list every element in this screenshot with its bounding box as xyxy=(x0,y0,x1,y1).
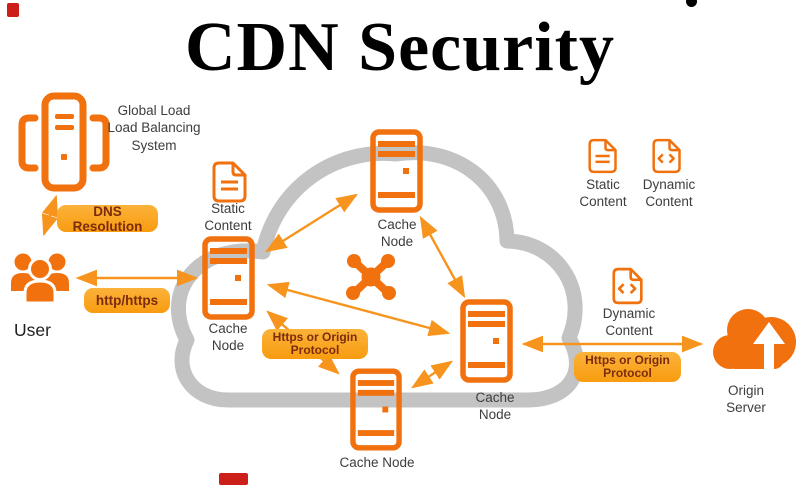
red-marker-top-left xyxy=(7,3,19,17)
black-dot-top xyxy=(686,0,697,7)
legend-dynamic-content-label: Dynamic Content xyxy=(642,177,696,210)
http-https-badge: http/https xyxy=(84,288,170,313)
cache-node-bottom-icon xyxy=(350,368,402,451)
cache-node-left-icon xyxy=(202,236,255,320)
cache-node-top-icon xyxy=(370,129,423,213)
https-origin-protocol-right-badge: Https or Origin Protocol xyxy=(574,352,681,382)
cache-node-left-label: Cache Node xyxy=(208,321,248,354)
legend-dynamic-content-icon xyxy=(652,138,681,174)
arrow-user-glb xyxy=(41,194,59,237)
cache-node-right-label: Cache Node xyxy=(475,390,515,423)
origin-server-cloud-icon xyxy=(713,309,796,376)
users-icon xyxy=(11,253,69,305)
origin-server-label: Origin Server xyxy=(726,383,766,416)
dns-resolution-badge: DNS Resolution xyxy=(57,204,158,234)
user-label: User xyxy=(14,320,51,340)
static-content-left-label: Static Content xyxy=(204,201,252,234)
dynamic-content-icon xyxy=(612,267,643,305)
load-balancer-label: Global Load Load Balancing System xyxy=(107,103,201,153)
legend-static-content-icon xyxy=(588,138,617,174)
dynamic-content-mid-label: Dynamic Content xyxy=(602,306,656,339)
load-balancer-icon xyxy=(18,92,110,192)
cache-node-bottom-label: Cache Node xyxy=(339,455,415,470)
legend-static-content-label: Static Content xyxy=(579,177,627,210)
arrow-cachetop-cacheright xyxy=(419,215,466,299)
arrow-cacheleft-cachetop xyxy=(264,193,359,253)
arrow-cacheleft-cacheright xyxy=(266,281,451,337)
page-title: CDN Security xyxy=(185,9,615,86)
static-content-icon xyxy=(212,161,247,203)
arrow-cachebottom-cacheright xyxy=(410,360,454,389)
cache-node-right-icon xyxy=(460,299,513,383)
https-origin-protocol-left-badge: Https or Origin Protocol xyxy=(262,329,368,359)
network-hub-icon xyxy=(346,254,396,300)
cache-node-top-label: Cache Node xyxy=(377,217,417,250)
red-marker-bottom xyxy=(219,473,248,485)
